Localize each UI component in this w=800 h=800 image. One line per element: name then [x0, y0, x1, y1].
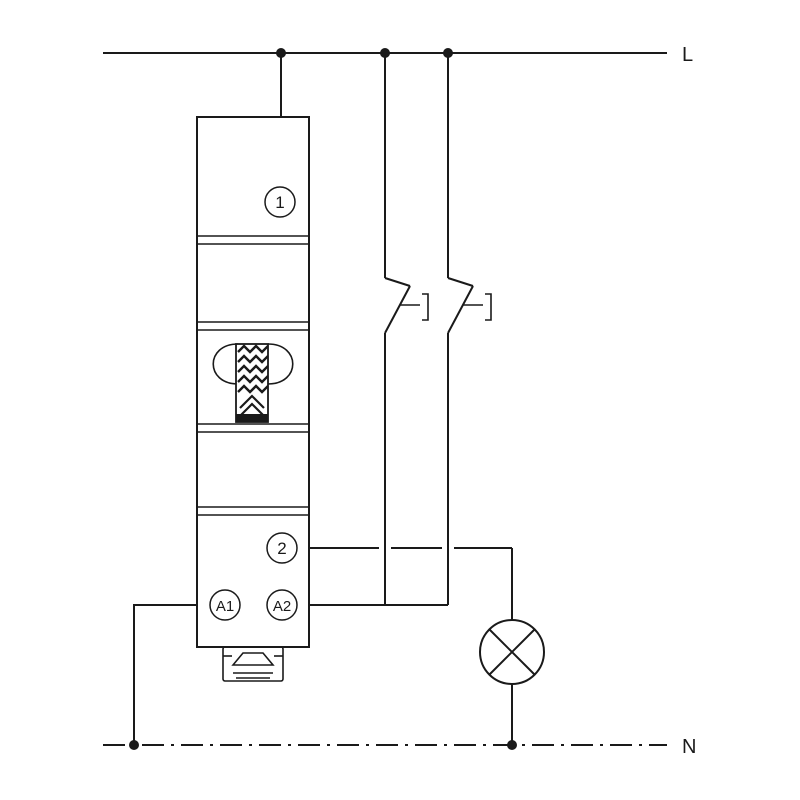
a1-wire	[133, 604, 197, 745]
terminal-2-label: 2	[277, 539, 286, 558]
terminal-a1-label: A1	[216, 598, 234, 615]
relay-toggle	[212, 343, 294, 423]
terminal-1	[264, 186, 296, 218]
load-wire	[309, 547, 513, 620]
push-button-switch-icon	[447, 53, 492, 605]
line-rail-label: L	[682, 44, 693, 66]
terminal-a2-label: A2	[273, 598, 291, 615]
terminal-2	[266, 532, 298, 564]
impulse-relay-icon	[196, 116, 310, 682]
push-button-switch-icon	[384, 53, 429, 605]
terminal-a1	[209, 589, 241, 621]
terminal-a2	[266, 589, 298, 621]
lamp-icon	[479, 619, 545, 685]
din-clip	[222, 646, 284, 682]
terminal-1-label: 1	[275, 193, 284, 212]
neutral-rail-label: N	[682, 736, 696, 758]
